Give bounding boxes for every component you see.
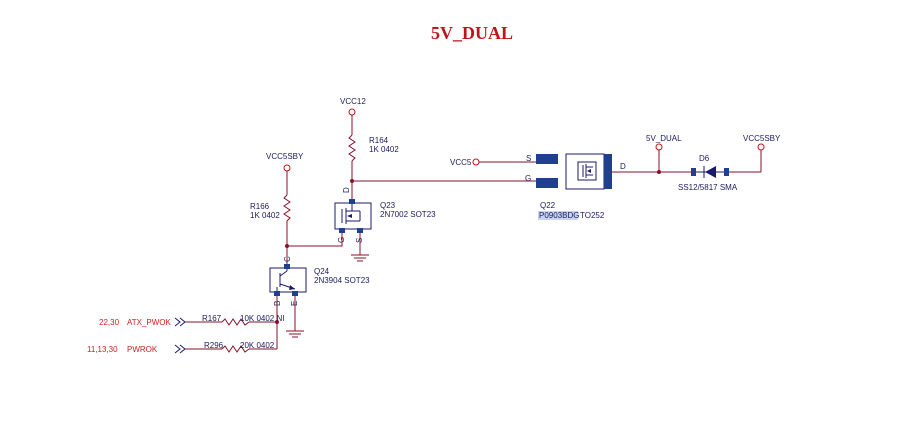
q22-pin-g: G xyxy=(525,174,531,183)
r164-resistor xyxy=(348,134,356,162)
r167-ref: R167 xyxy=(202,314,222,323)
d6-ref: D6 xyxy=(699,154,710,163)
q22-package: TO252 xyxy=(580,211,605,220)
q23-mosfet xyxy=(334,199,372,233)
pwrok-pages: 11,13,30 xyxy=(87,345,118,354)
5v-dual-power-symbol xyxy=(655,143,663,151)
atx-pwok-port-icon xyxy=(174,317,181,327)
q22-ref: Q22 xyxy=(540,201,556,210)
q24-ref: Q24 xyxy=(314,267,330,276)
r164-value: 1K 0402 xyxy=(369,145,399,154)
vcc5-label: VCC5 xyxy=(450,158,472,167)
vcc5sby-left-power-symbol xyxy=(283,164,291,172)
q22-part: P0903BDG xyxy=(539,211,579,220)
q22-pin-s: S xyxy=(526,154,531,163)
q24-pin-c: C xyxy=(283,256,292,262)
q22-power-mosfet xyxy=(536,153,612,190)
vcc5-power-symbol xyxy=(472,158,480,166)
q24-npn-transistor xyxy=(269,264,307,296)
q24-value: 2N3904 SOT23 xyxy=(314,276,370,285)
q23-ref: Q23 xyxy=(380,201,396,210)
r164-ref: R164 xyxy=(369,136,389,145)
pwrok-label: PWROK xyxy=(127,345,158,354)
pwrok-port-icon xyxy=(174,344,181,354)
q23-pin-d: D xyxy=(342,187,351,193)
vcc5sby-right-power-symbol xyxy=(757,143,765,151)
atx-pwok-pages: 22,30 xyxy=(99,318,120,327)
r167-resistor xyxy=(221,318,250,326)
d6-diode xyxy=(691,166,729,178)
atx-pwok-label: ATX_PWOK xyxy=(127,318,172,327)
r296-value: 20K 0402 xyxy=(240,341,275,350)
q22-pin-d: D xyxy=(620,162,626,171)
schematic-title: 5V_DUAL xyxy=(431,23,513,43)
r166-resistor xyxy=(283,194,291,222)
vcc5sby-right-label: VCC5SBY xyxy=(743,134,781,143)
r296-ref: R296 xyxy=(204,341,224,350)
ground-symbol-q24 xyxy=(286,330,304,338)
r166-ref: R166 xyxy=(250,202,270,211)
q23-value: 2N7002 SOT23 xyxy=(380,210,436,219)
r167-value: 10K 0402 NI xyxy=(240,314,284,323)
vcc12-label: VCC12 xyxy=(340,97,366,106)
5v-dual-label: 5V_DUAL xyxy=(646,134,682,143)
q23-gate-wire xyxy=(287,233,343,247)
vcc5sby-left-label: VCC5SBY xyxy=(266,152,304,161)
ground-symbol-q23 xyxy=(351,254,369,262)
r166-value: 1K 0402 xyxy=(250,211,280,220)
r296-resistor xyxy=(221,345,250,353)
vcc12-power-symbol xyxy=(348,108,356,116)
d6-value: SS12/5817 SMA xyxy=(678,183,738,192)
